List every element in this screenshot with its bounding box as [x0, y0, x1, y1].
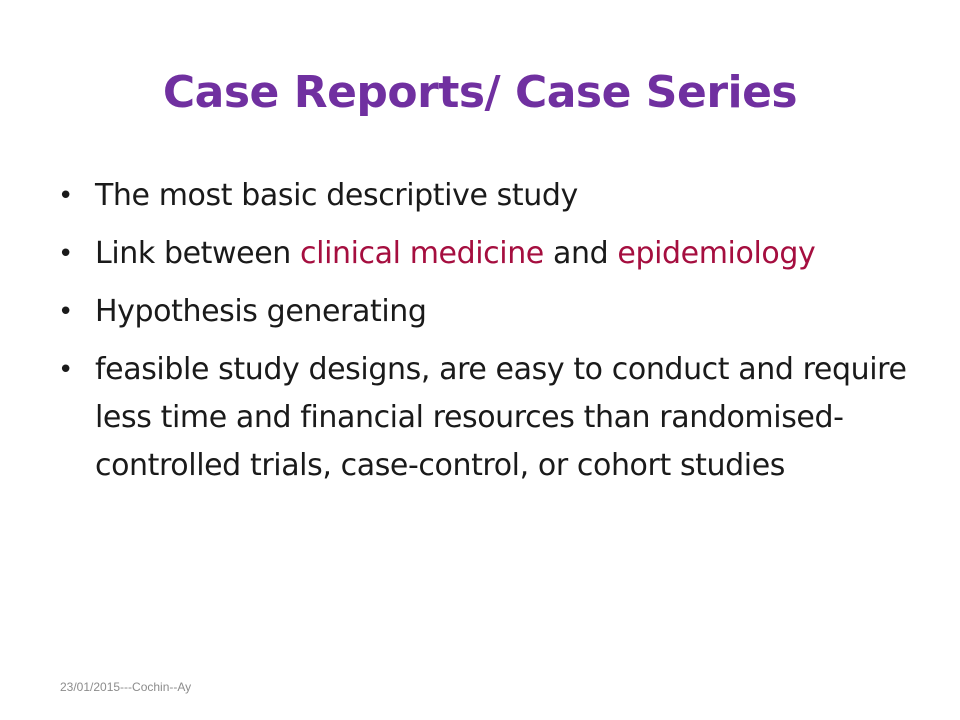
bullet-icon: • [58, 297, 73, 327]
slide-title: Case Reports/ Case Series [162, 67, 798, 118]
bullet-text: feasible study designs, are easy to cond… [95, 352, 907, 483]
bullet-item: • Link between clinical medicine and epi… [58, 230, 918, 278]
highlight-term: epidemiology [617, 236, 816, 271]
bullet-icon: • [58, 355, 73, 385]
bullet-item: • The most basic descriptive study [58, 172, 918, 220]
footer-text: 23/01/2015---Cochin--Ay [60, 680, 192, 694]
bullet-text: and [543, 236, 618, 271]
bullet-text: Hypothesis generating [95, 294, 427, 329]
bullet-list: • The most basic descriptive study • Lin… [58, 172, 918, 500]
bullet-item: • feasible study designs, are easy to co… [58, 346, 918, 490]
bullet-text: Link between [95, 236, 301, 271]
highlight-term: clinical medicine [300, 236, 544, 271]
bullet-text: The most basic descriptive study [95, 178, 578, 213]
bullet-item: • Hypothesis generating [58, 288, 918, 336]
bullet-icon: • [58, 239, 73, 269]
bullet-icon: • [58, 181, 73, 211]
